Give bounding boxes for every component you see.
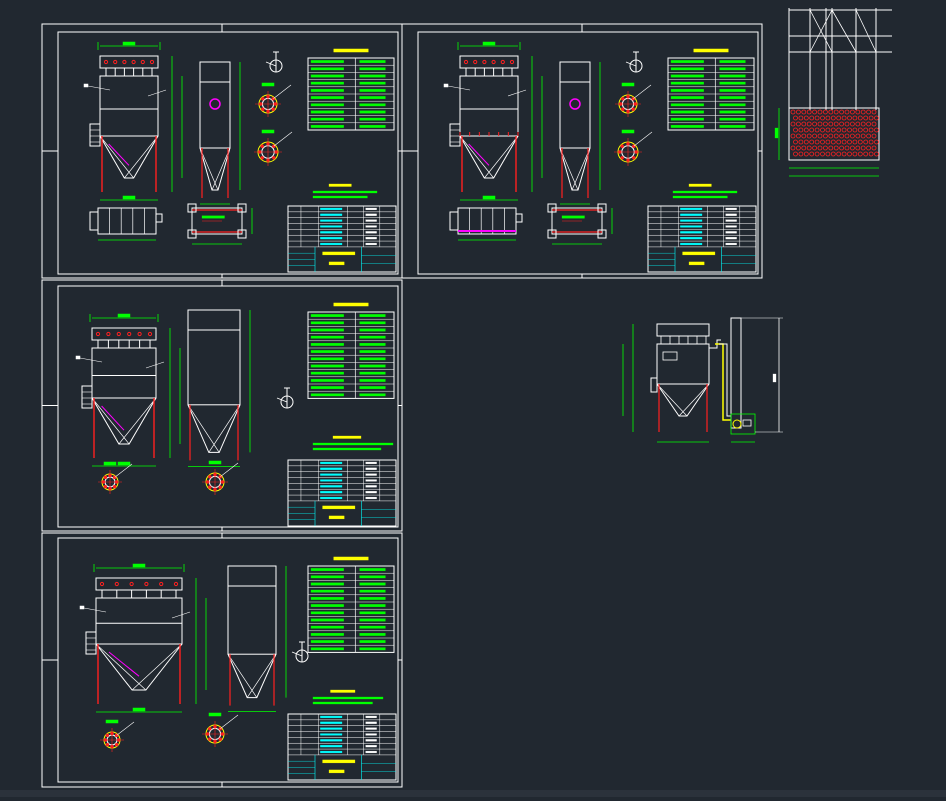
sheet-1 [83, 41, 397, 273]
technical-notes [312, 435, 394, 451]
filter-bag-array-detail [774, 8, 892, 177]
collector-plan-view [89, 207, 163, 241]
flange-detail [255, 82, 292, 117]
sheet-3 [75, 302, 397, 527]
collector-front-view [443, 41, 543, 201]
flange-detail [202, 712, 239, 747]
collector-side-view [199, 61, 241, 205]
foundation-plan [187, 203, 253, 245]
collector-side-view [187, 309, 251, 467]
parameter-table [667, 48, 755, 131]
collector-side-view [559, 61, 601, 205]
orientation-symbol [276, 387, 294, 409]
title-block [647, 205, 757, 273]
foundation-plan [547, 203, 613, 245]
sheet-3-frame [41, 279, 403, 532]
flange-detail [202, 460, 239, 495]
flange-detail [98, 461, 133, 494]
sheet-4-frame [41, 532, 403, 788]
title-block [287, 713, 397, 781]
collector-side-view [227, 565, 287, 712]
flange-detail [614, 129, 653, 166]
sheet-2 [443, 41, 757, 273]
installation-elevation [622, 317, 783, 443]
parameter-table [307, 48, 395, 131]
title-block [287, 459, 397, 527]
sheet-4 [79, 556, 397, 781]
collector-front-view [75, 313, 181, 467]
technical-notes [312, 689, 384, 705]
technical-notes [312, 183, 378, 199]
orientation-symbol [625, 51, 643, 73]
collector-plan-view [449, 207, 523, 241]
orientation-symbol [265, 51, 283, 73]
sheet-2-frame [401, 23, 763, 279]
title-block [287, 205, 397, 273]
flange-detail [100, 719, 135, 752]
orientation-symbol [291, 641, 309, 663]
flange-detail [254, 129, 293, 166]
flange-detail [615, 82, 652, 117]
technical-notes [672, 183, 738, 199]
viewport-bottom-edge [0, 790, 946, 797]
parameter-table [307, 556, 395, 653]
collector-front-view [79, 563, 207, 713]
collector-front-view [83, 41, 183, 201]
parameter-table [307, 302, 395, 399]
